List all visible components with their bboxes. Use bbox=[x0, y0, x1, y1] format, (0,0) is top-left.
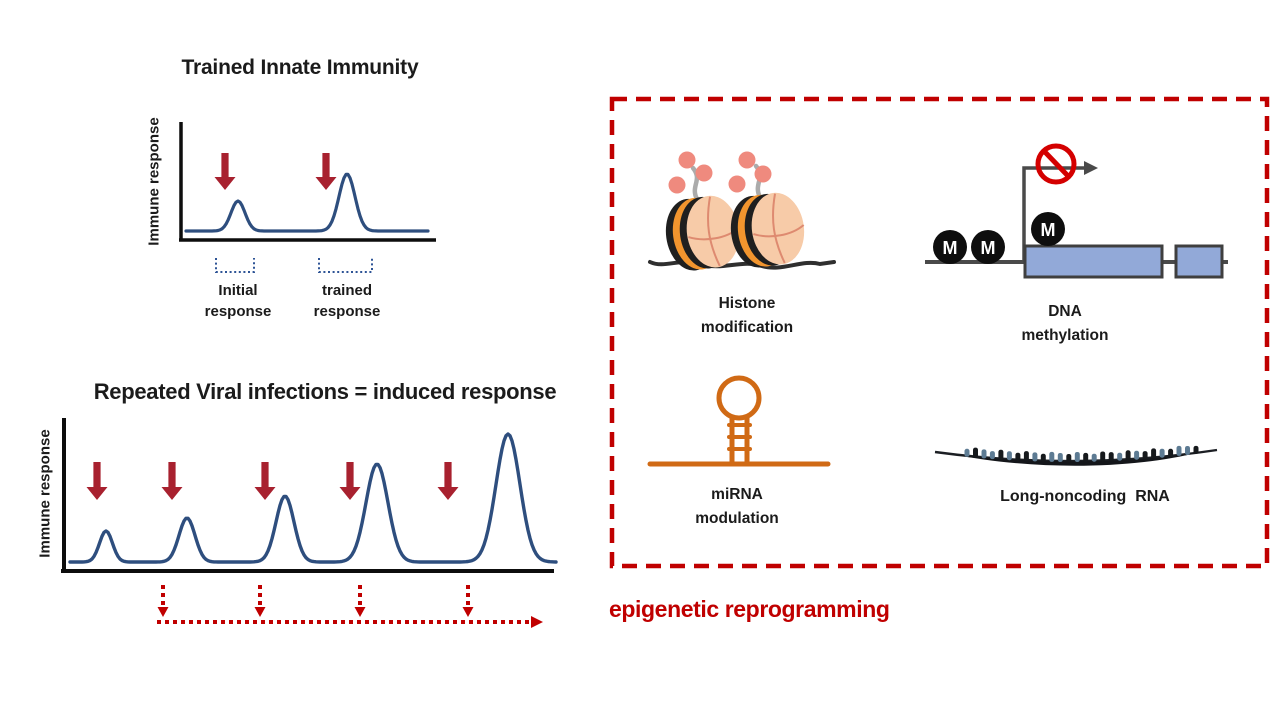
modification-mark-icon bbox=[754, 165, 772, 183]
chart1-y-axis-label: Immune response bbox=[145, 117, 163, 246]
nucleotide-mark bbox=[1049, 451, 1055, 462]
repeated-chart-title: Repeated Viral infections = induced resp… bbox=[93, 379, 557, 404]
nucleotide-mark bbox=[1159, 448, 1165, 458]
repeated-infections-chart bbox=[61, 418, 558, 573]
chart1-axes bbox=[179, 122, 436, 242]
nucleotide-mark bbox=[1023, 451, 1029, 462]
nucleotide-mark bbox=[1125, 450, 1131, 461]
chart1-infection-arrows bbox=[214, 153, 337, 190]
nucleotide-mark bbox=[1108, 452, 1114, 462]
nucleotide-mark bbox=[1057, 453, 1063, 462]
epigenetic-timeline-arrows bbox=[157, 585, 543, 628]
nucleosome-pair-icon bbox=[648, 151, 836, 271]
chart2-axes bbox=[61, 418, 554, 573]
modification-mark-icon bbox=[668, 176, 686, 194]
chart2-infection-arrows bbox=[86, 462, 459, 500]
nucleosome-icon bbox=[730, 192, 805, 268]
mirna-loop bbox=[716, 375, 762, 421]
arrowhead-icon bbox=[531, 616, 543, 628]
nucleotide-mark bbox=[1134, 450, 1140, 460]
mirna-modulation-label: miRNA modulation bbox=[695, 486, 779, 527]
infection-arrow-icon bbox=[214, 153, 236, 190]
nucleotide-mark bbox=[1193, 445, 1199, 454]
nucleotide-mark bbox=[973, 447, 978, 458]
trained-response-bracket-icon bbox=[318, 258, 373, 273]
nucleotide-mark bbox=[1176, 445, 1182, 456]
arrowhead-icon bbox=[254, 607, 266, 617]
initial-response-label: Initial response bbox=[204, 282, 272, 320]
prohibition-icon bbox=[1035, 143, 1077, 185]
trained-response-label: trained response bbox=[313, 282, 381, 320]
nucleotide-mark bbox=[1168, 448, 1174, 457]
methyl-letter: M bbox=[943, 238, 958, 258]
lncrna-thick-band bbox=[952, 452, 1200, 466]
dna-strand-line bbox=[648, 259, 836, 270]
infection-arrow-icon bbox=[437, 462, 459, 500]
modification-mark-icon bbox=[738, 151, 756, 169]
chart2-immune-response-curve bbox=[68, 432, 558, 564]
arrowhead-icon bbox=[157, 607, 169, 617]
nucleotide-mark bbox=[1117, 452, 1123, 461]
nucleotide-mark bbox=[989, 451, 995, 460]
nucleotide-mark bbox=[1151, 448, 1157, 459]
methyl-letter: M bbox=[981, 238, 996, 258]
nucleotide-mark bbox=[1083, 452, 1089, 462]
exon-box bbox=[1174, 244, 1224, 279]
nucleotide-mark bbox=[1006, 451, 1012, 461]
chart1-immune-response-curve bbox=[184, 172, 430, 233]
infection-arrow-icon bbox=[254, 462, 276, 500]
trained-chart-title: Trained Innate Immunity bbox=[181, 56, 419, 79]
epigenetic-reprogramming-caption: epigenetic reprogramming bbox=[609, 596, 890, 622]
methyl-group-icon: M bbox=[1031, 212, 1065, 246]
methyl-group-icon: M bbox=[971, 230, 1005, 264]
histone-tail-icon bbox=[690, 165, 700, 202]
infection-arrow-icon bbox=[86, 462, 108, 500]
nucleotide-mark bbox=[1091, 453, 1097, 462]
lncrna-nucleotide-marks bbox=[964, 445, 1199, 462]
histone-modification-label: Histone modification bbox=[700, 295, 794, 336]
trained-immunity-chart bbox=[179, 122, 436, 273]
infection-arrow-icon bbox=[161, 462, 183, 500]
arrowhead-icon bbox=[354, 607, 366, 617]
lncrna-strand-icon bbox=[934, 445, 1218, 466]
nucleotide-mark bbox=[1074, 452, 1080, 462]
nucleotide-mark bbox=[1032, 452, 1038, 462]
modification-mark-icon bbox=[678, 151, 696, 169]
methylated-gene-icon: M M M bbox=[925, 143, 1228, 279]
transcription-start-arrow-icon bbox=[1022, 166, 1084, 262]
dna-methylation-label: DNA methylation bbox=[1021, 303, 1109, 344]
infection-arrow-icon bbox=[339, 462, 361, 500]
mirna-rungs bbox=[727, 423, 752, 451]
arrowhead-icon bbox=[1084, 161, 1098, 175]
nucleotide-mark bbox=[1142, 451, 1148, 460]
nucleotide-mark bbox=[1185, 446, 1190, 455]
arrowhead-icon bbox=[462, 607, 474, 617]
nucleotide-mark bbox=[1066, 454, 1072, 462]
modification-mark-icon bbox=[728, 175, 746, 193]
exon-box bbox=[1023, 244, 1164, 279]
methyl-group-icon: M bbox=[933, 230, 967, 264]
epigenetics-dashed-box bbox=[609, 96, 1270, 569]
nucleotide-mark bbox=[1040, 453, 1046, 462]
long-noncoding-rna-label: Long-noncoding RNA bbox=[1000, 488, 1170, 505]
infection-arrow-icon bbox=[315, 153, 337, 190]
nucleotide-mark bbox=[964, 448, 970, 457]
mirna-hairpin-icon bbox=[647, 375, 831, 467]
nucleosome-icon bbox=[665, 195, 740, 271]
nucleotide-mark bbox=[1100, 451, 1106, 462]
nucleotide-mark bbox=[998, 449, 1004, 460]
methyl-letter: M bbox=[1041, 220, 1056, 240]
nucleotide-mark bbox=[981, 449, 987, 459]
modification-mark-icon bbox=[695, 164, 713, 182]
nucleotide-mark bbox=[1015, 452, 1021, 461]
initial-response-bracket-icon bbox=[215, 258, 255, 273]
chart2-y-axis-label: Immune response bbox=[36, 429, 54, 558]
